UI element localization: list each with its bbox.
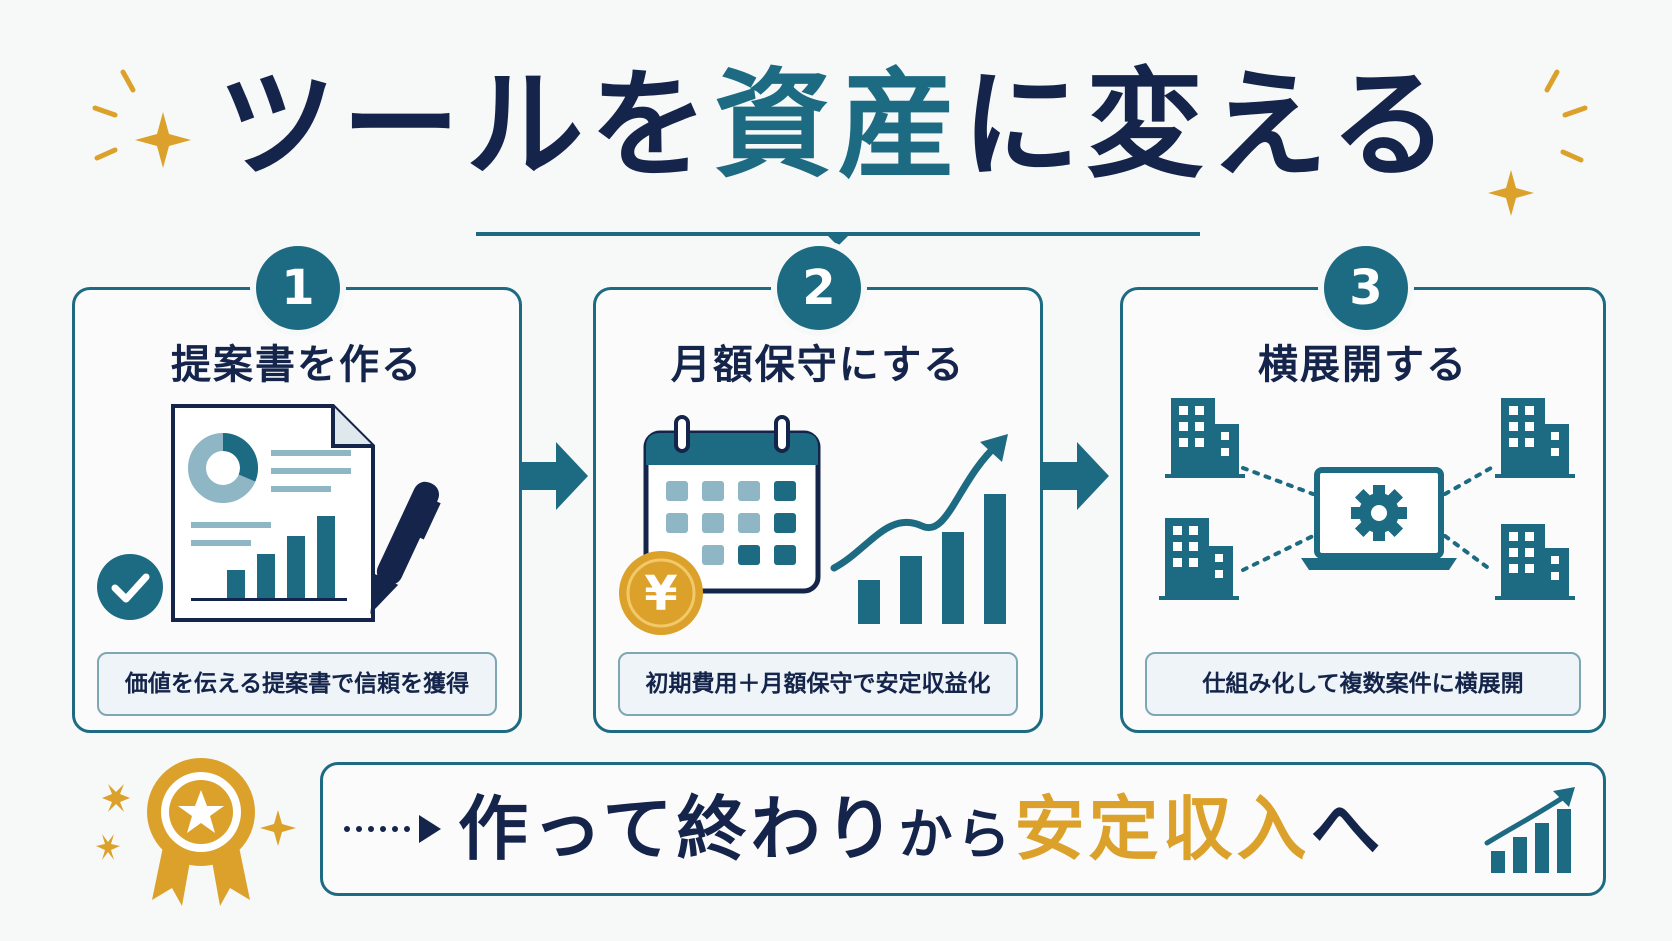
- network-diagram: [1159, 398, 1575, 600]
- dotted-arrow-icon: [344, 815, 441, 843]
- laptop-gear-icon: [1301, 467, 1457, 570]
- calendar-icon: [643, 415, 821, 594]
- page-title: ツールを資産に変える: [0, 55, 1672, 195]
- step-number-badge: 3: [1318, 240, 1414, 336]
- growth-chart-icon: [830, 434, 1008, 624]
- step-caption: 仕組み化して複数案件に横展開: [1145, 652, 1581, 716]
- step-title: 提案書を作る: [171, 342, 423, 388]
- step-number-badge: 2: [771, 240, 867, 336]
- banner-accent: 安定収入: [1014, 788, 1311, 870]
- building-icon: [1159, 518, 1239, 600]
- step-card-1: 提案書を作る 価値を伝える提案書で信頼を獲得: [72, 287, 522, 733]
- sparkle-icon: [1488, 69, 1588, 216]
- banner-part3: へ: [1310, 788, 1385, 870]
- building-icon: [1495, 524, 1575, 600]
- title-accent: 資産: [713, 56, 962, 194]
- step-caption: 価値を伝える提案書で信頼を獲得: [97, 652, 497, 716]
- flow-arrow-icon: [1043, 442, 1109, 510]
- proposal-document-icon: [171, 404, 375, 622]
- title-part2: に変える: [961, 56, 1455, 194]
- step-caption: 初期費用＋月額保守で安定収益化: [618, 652, 1018, 716]
- step-title: 横展開する: [1258, 342, 1468, 388]
- yen-symbol: ¥: [644, 566, 677, 622]
- conclusion-banner: 作って終わりから安定収入へ: [320, 762, 1606, 896]
- banner-part2: から: [898, 803, 1015, 866]
- checkmark-icon: [97, 554, 163, 620]
- banner-text: 作って終わりから安定収入へ: [458, 765, 1385, 893]
- flow-arrow-icon: [522, 442, 588, 510]
- building-icon: [1495, 398, 1575, 478]
- step-title: 月額保守にする: [670, 342, 966, 388]
- title-part1: ツールを: [217, 56, 714, 194]
- growth-bars-icon: [1484, 787, 1575, 873]
- yen-coin-icon: ¥: [619, 551, 703, 635]
- step-card-3: 横展開する: [1120, 287, 1606, 733]
- banner-part1: 作って終わり: [458, 788, 899, 870]
- award-ribbon-icon: [96, 758, 296, 906]
- step-card-2: 月額保守にする ¥ 初期費用＋月額保守で安定収益化: [593, 287, 1043, 733]
- sparkle-icon: [92, 69, 191, 168]
- building-icon: [1165, 398, 1245, 478]
- step-number-badge: 1: [250, 240, 346, 336]
- pen-icon: [370, 481, 441, 614]
